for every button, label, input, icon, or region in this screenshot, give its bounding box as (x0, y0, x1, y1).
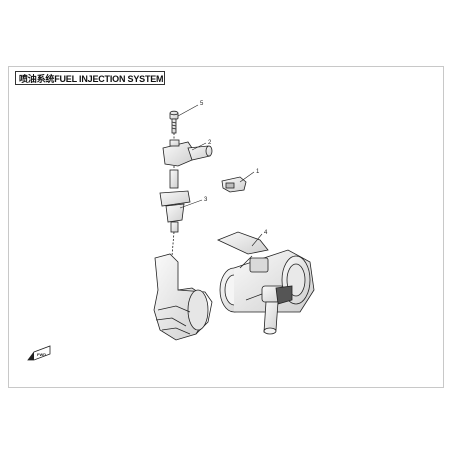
callout-1: 1 (256, 169, 260, 175)
part-intake-manifold (153, 253, 213, 341)
forward-direction-arrow-icon: FWD (27, 345, 51, 361)
part-fuel-injector (159, 166, 191, 257)
part-throttle-body (216, 231, 315, 335)
forward-arrow-label: FWD (37, 352, 46, 357)
callout-2: 2 (208, 140, 212, 146)
part-fuel-rail (162, 133, 213, 167)
title-box: 喷油系统FUEL INJECTION SYSTEM (15, 71, 165, 85)
part-sensor-clip (221, 176, 247, 193)
callout-5: 5 (200, 101, 204, 107)
diagram-title: 喷油系统FUEL INJECTION SYSTEM (19, 73, 164, 84)
callout-3: 3 (204, 197, 208, 203)
part-bolt (169, 110, 179, 134)
diagram-sheet: 喷油系统FUEL INJECTION SYSTEM (8, 66, 444, 388)
leader-lines (177, 104, 263, 247)
callout-4: 4 (264, 230, 268, 236)
